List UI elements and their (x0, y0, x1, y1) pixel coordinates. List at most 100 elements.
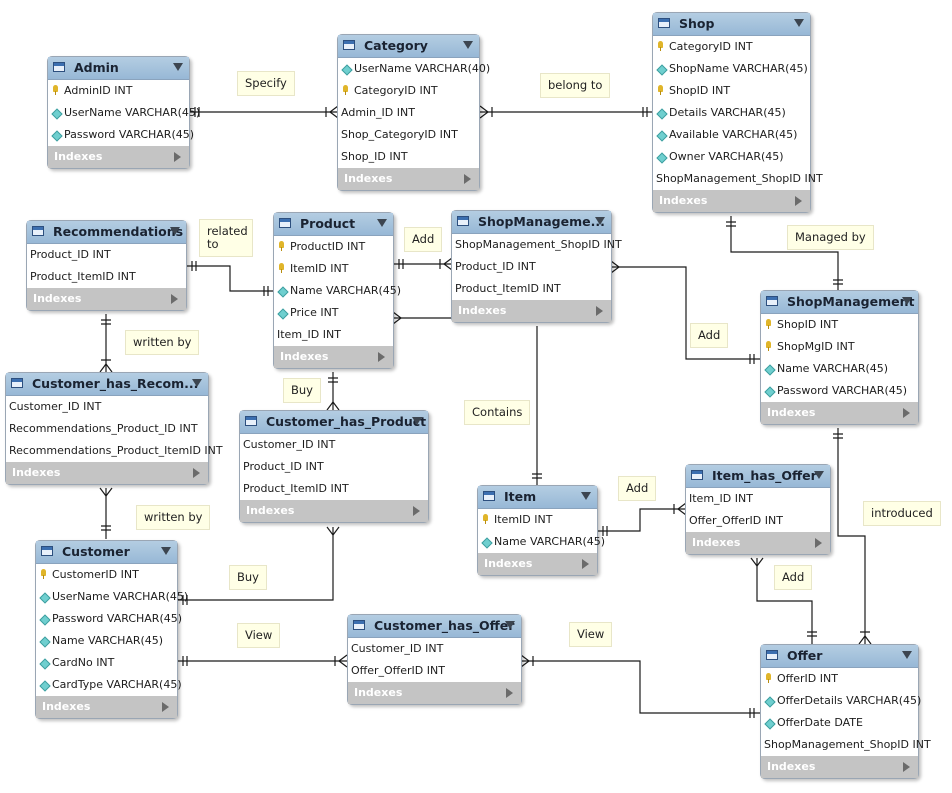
entity-header[interactable]: Customer (36, 541, 177, 564)
relationship-label-view-1[interactable]: View (237, 623, 281, 648)
column-row[interactable]: CustomerID INT (36, 564, 177, 586)
collapse-arrow-icon[interactable] (463, 41, 473, 49)
collapse-arrow-icon[interactable] (170, 227, 180, 235)
entity-recommendations[interactable]: Recommendations Product_ID INT Product_I… (26, 220, 187, 311)
column-row[interactable]: OfferDetails VARCHAR(45) (761, 690, 921, 712)
column-row[interactable]: OfferDate DATE (761, 712, 918, 734)
indexes-section[interactable]: Indexes (338, 168, 479, 190)
relationship-label-belong-to[interactable]: belong to (540, 73, 611, 98)
column-row[interactable]: Name VARCHAR(45) (36, 630, 177, 652)
collapse-arrow-icon[interactable] (902, 651, 912, 659)
column-row[interactable]: Product_ItemID INT (452, 278, 611, 300)
column-row[interactable]: UserName VARCHAR(45) (36, 586, 188, 608)
expand-arrow-icon[interactable] (413, 506, 420, 516)
column-row[interactable]: Product_ID INT (452, 256, 611, 278)
column-row[interactable]: ShopID INT (653, 80, 810, 102)
column-row[interactable]: Available VARCHAR(45) (653, 124, 810, 146)
column-row[interactable]: OfferID INT (761, 668, 918, 690)
column-row[interactable]: ShopID INT (761, 314, 918, 336)
collapse-arrow-icon[interactable] (505, 621, 515, 629)
expand-arrow-icon[interactable] (506, 688, 513, 698)
relationship-label-add-shopmanagement[interactable]: Add (690, 323, 729, 348)
relationship-label-add-product[interactable]: Add (404, 227, 443, 252)
expand-arrow-icon[interactable] (795, 196, 802, 206)
column-row[interactable]: Password VARCHAR(45) (48, 124, 194, 146)
expand-arrow-icon[interactable] (171, 294, 178, 304)
entity-shopmanagement-link[interactable]: ShopManageme... ShopManagement_ShopID IN… (451, 210, 622, 323)
column-row[interactable]: Name VARCHAR(45) (478, 531, 605, 553)
column-row[interactable]: Item_ID INT (274, 324, 393, 346)
expand-arrow-icon[interactable] (903, 762, 910, 772)
entity-customer-has-product[interactable]: Customer_has_Product Customer_ID INT Pro… (239, 410, 429, 523)
relationship-label-add-item[interactable]: Add (618, 476, 657, 501)
indexes-section[interactable]: Indexes (761, 756, 918, 778)
entity-shop[interactable]: Shop CategoryID INT ShopName VARCHAR(45)… (652, 12, 823, 213)
indexes-section[interactable]: Indexes (27, 288, 186, 310)
entity-customer[interactable]: Customer CustomerID INT UserName VARCHAR… (35, 540, 188, 719)
column-row[interactable]: Customer_ID INT (240, 434, 428, 456)
relationship-label-view-2[interactable]: View (569, 622, 613, 647)
column-row[interactable]: ShopManagement_ShopID INT (653, 168, 823, 190)
column-row[interactable]: Details VARCHAR(45) (653, 102, 810, 124)
column-row[interactable]: Name VARCHAR(45) (274, 280, 401, 302)
column-row[interactable]: UserName VARCHAR(45) (48, 102, 200, 124)
column-row[interactable]: Customer_ID INT (6, 396, 208, 418)
relationship-label-related-to[interactable]: related to (199, 219, 253, 257)
collapse-arrow-icon[interactable] (595, 217, 605, 225)
indexes-section[interactable]: Indexes (36, 696, 177, 718)
relationship-label-buy-2[interactable]: Buy (229, 565, 267, 590)
relationship-label-buy-1[interactable]: Buy (283, 378, 321, 403)
expand-arrow-icon[interactable] (815, 538, 822, 548)
entity-customer-has-offer[interactable]: Customer_has_Offer Customer_ID INT Offer… (347, 614, 522, 705)
indexes-section[interactable]: Indexes (6, 462, 208, 484)
column-row[interactable]: ItemID INT (274, 258, 393, 280)
column-row[interactable]: ShopMgID INT (761, 336, 918, 358)
column-row[interactable]: Price INT (274, 302, 393, 324)
indexes-section[interactable]: Indexes (348, 682, 521, 704)
entity-header[interactable]: Shop (653, 13, 810, 36)
relationship-label-add-offer[interactable]: Add (774, 565, 813, 590)
entity-header[interactable]: Product (274, 213, 393, 236)
collapse-arrow-icon[interactable] (581, 492, 591, 500)
indexes-section[interactable]: Indexes (274, 346, 393, 368)
collapse-arrow-icon[interactable] (814, 471, 824, 479)
entity-header[interactable]: Admin (48, 57, 189, 80)
collapse-arrow-icon[interactable] (902, 297, 912, 305)
column-row[interactable]: ShopName VARCHAR(45) (653, 58, 810, 80)
entity-header[interactable]: Category (338, 35, 479, 58)
column-row[interactable]: Product_ID INT (240, 456, 428, 478)
entity-header[interactable]: ShopManageme... (452, 211, 611, 234)
expand-arrow-icon[interactable] (378, 352, 385, 362)
expand-arrow-icon[interactable] (582, 559, 589, 569)
relationship-label-introduced[interactable]: introduced (863, 501, 941, 526)
relationship-label-managed-by[interactable]: Managed by (787, 225, 874, 250)
entity-header[interactable]: Customer_has_Offer (348, 615, 521, 638)
entity-item[interactable]: Item ItemID INT Name VARCHAR(45) Indexes (477, 485, 605, 576)
column-row[interactable]: Shop_CategoryID INT (338, 124, 479, 146)
column-row[interactable]: UserName VARCHAR(40) (338, 58, 490, 80)
indexes-section[interactable]: Indexes (48, 146, 189, 168)
relationship-label-specify[interactable]: Specify (237, 71, 295, 96)
collapse-arrow-icon[interactable] (377, 219, 387, 227)
column-row[interactable]: Owner VARCHAR(45) (653, 146, 810, 168)
column-row[interactable]: Recommendations_Product_ItemID INT (6, 440, 223, 462)
indexes-section[interactable]: Indexes (653, 190, 810, 212)
relationship-label-written-by-1[interactable]: written by (125, 330, 200, 355)
expand-arrow-icon[interactable] (903, 408, 910, 418)
column-row[interactable]: Admin_ID INT (338, 102, 479, 124)
column-row[interactable]: Product_ItemID INT (240, 478, 428, 500)
relationship-label-contains[interactable]: Contains (464, 400, 531, 425)
relationship-label-written-by-2[interactable]: written by (136, 505, 211, 530)
column-row[interactable]: Customer_ID INT (348, 638, 521, 660)
entity-header[interactable]: Customer_has_Product (240, 411, 428, 434)
entity-category[interactable]: Category UserName VARCHAR(40) CategoryID… (337, 34, 490, 191)
column-row[interactable]: CategoryID INT (338, 80, 479, 102)
expand-arrow-icon[interactable] (596, 306, 603, 316)
entity-header[interactable]: Offer (761, 645, 918, 668)
indexes-section[interactable]: Indexes (452, 300, 611, 322)
collapse-arrow-icon[interactable] (192, 379, 202, 387)
entity-shopmanagement[interactable]: ShopManagement ShopID INT ShopMgID INT N… (760, 290, 919, 425)
column-row[interactable]: ProductID INT (274, 236, 393, 258)
column-row[interactable]: Password VARCHAR(45) (36, 608, 182, 630)
column-row[interactable]: Offer_OfferID INT (686, 510, 830, 532)
